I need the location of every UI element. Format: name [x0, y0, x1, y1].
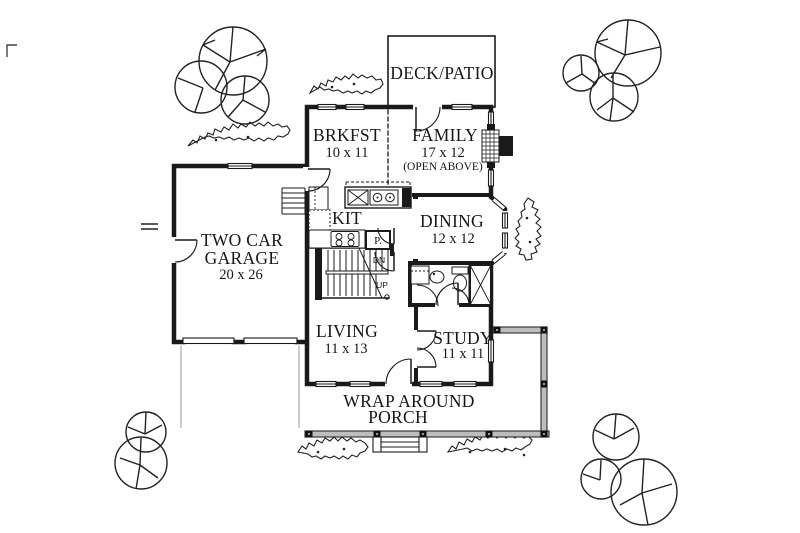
window [315, 380, 337, 388]
garage-entry-door [307, 168, 331, 192]
porch-steps [372, 436, 428, 453]
bath-door [435, 282, 459, 306]
window [501, 212, 509, 229]
kitchen-fixtures [308, 181, 412, 250]
windows [227, 103, 509, 388]
shrub-symbols [187, 73, 542, 460]
tree-cluster-top-left [174, 26, 270, 125]
label-brkfst-dims: 10 x 11 [326, 145, 369, 161]
porch-posts [305, 326, 548, 438]
driveway [180, 346, 300, 428]
window [453, 380, 477, 388]
doors [174, 106, 470, 385]
window [419, 380, 443, 388]
label-porch-line1: WRAP AROUND [343, 391, 474, 411]
bathroom-fixtures [410, 264, 492, 306]
tree-cluster-bottom-left [114, 411, 168, 490]
label-dining-dims: 12 x 12 [431, 231, 475, 247]
label-family-dims: 17 x 12 [421, 145, 465, 161]
label-dining: DINING [420, 211, 484, 231]
garage-doors [182, 337, 298, 345]
deck-door [415, 106, 441, 132]
pantry-door [377, 227, 395, 245]
window [349, 380, 371, 388]
column-marker-bottom [413, 259, 418, 264]
room-labels: DECK/PATIO BRKFST 10 x 11 FAMILY 17 x 12… [201, 63, 494, 427]
garage-steps [281, 187, 306, 215]
page-corner-mark [6, 44, 17, 57]
tree-cluster-top-right [562, 19, 662, 122]
label-family: FAMILY [412, 125, 478, 145]
kitchen-counter [308, 209, 331, 231]
range-hood-dashed [345, 181, 411, 187]
window [345, 103, 365, 111]
label-deck-patio: DECK/PATIO [390, 63, 493, 83]
hedge-bottom-right [446, 433, 533, 453]
window [317, 103, 337, 111]
label-garage-line2: GARAGE [205, 248, 280, 268]
window [451, 103, 473, 111]
label-garage-dims: 20 x 26 [219, 267, 263, 283]
label-garage-line1: TWO CAR [201, 230, 283, 250]
deck-outline [387, 35, 496, 108]
vanity [410, 265, 430, 285]
study-double-doors [416, 330, 437, 368]
hedge-bottom-left [297, 436, 369, 460]
window [487, 169, 495, 187]
label-porch-line2: PORCH [368, 407, 428, 427]
toilet-tank [451, 266, 469, 275]
sink [429, 270, 445, 284]
utility-tick [141, 223, 158, 230]
bath-inner-door [416, 284, 470, 307]
window-bay-angled [491, 197, 506, 264]
window [501, 232, 509, 249]
shrub-right-of-bay [514, 197, 542, 261]
label-study: STUDY [433, 328, 493, 348]
label-stairs-down: DN [373, 255, 385, 265]
fireplace [481, 124, 513, 168]
label-family-note: (OPEN ABOVE) [403, 161, 483, 173]
label-stairs-up: UP [376, 280, 388, 290]
shrub-above-breakfast [308, 73, 384, 95]
chimney [499, 136, 513, 156]
label-living: LIVING [316, 321, 378, 341]
label-study-dims: 11 x 11 [442, 346, 484, 362]
label-brkfst: BRKFST [313, 125, 381, 145]
column-marker-top [413, 194, 418, 199]
label-kitchen: KIT [332, 208, 362, 228]
front-door [385, 358, 412, 385]
cooktop [330, 231, 360, 247]
shrub-berries [214, 82, 532, 457]
window [487, 111, 495, 127]
window [487, 339, 495, 363]
garage-side-door [174, 239, 198, 263]
label-living-dims: 11 x 13 [325, 341, 368, 357]
staircase [325, 245, 390, 300]
shrub-left-of-garage [187, 121, 291, 147]
label-pantry: P. [374, 235, 382, 247]
basement-door [374, 251, 395, 272]
window [227, 162, 253, 170]
wall-openings [170, 103, 509, 388]
tree-cluster-bottom-right [580, 413, 678, 526]
